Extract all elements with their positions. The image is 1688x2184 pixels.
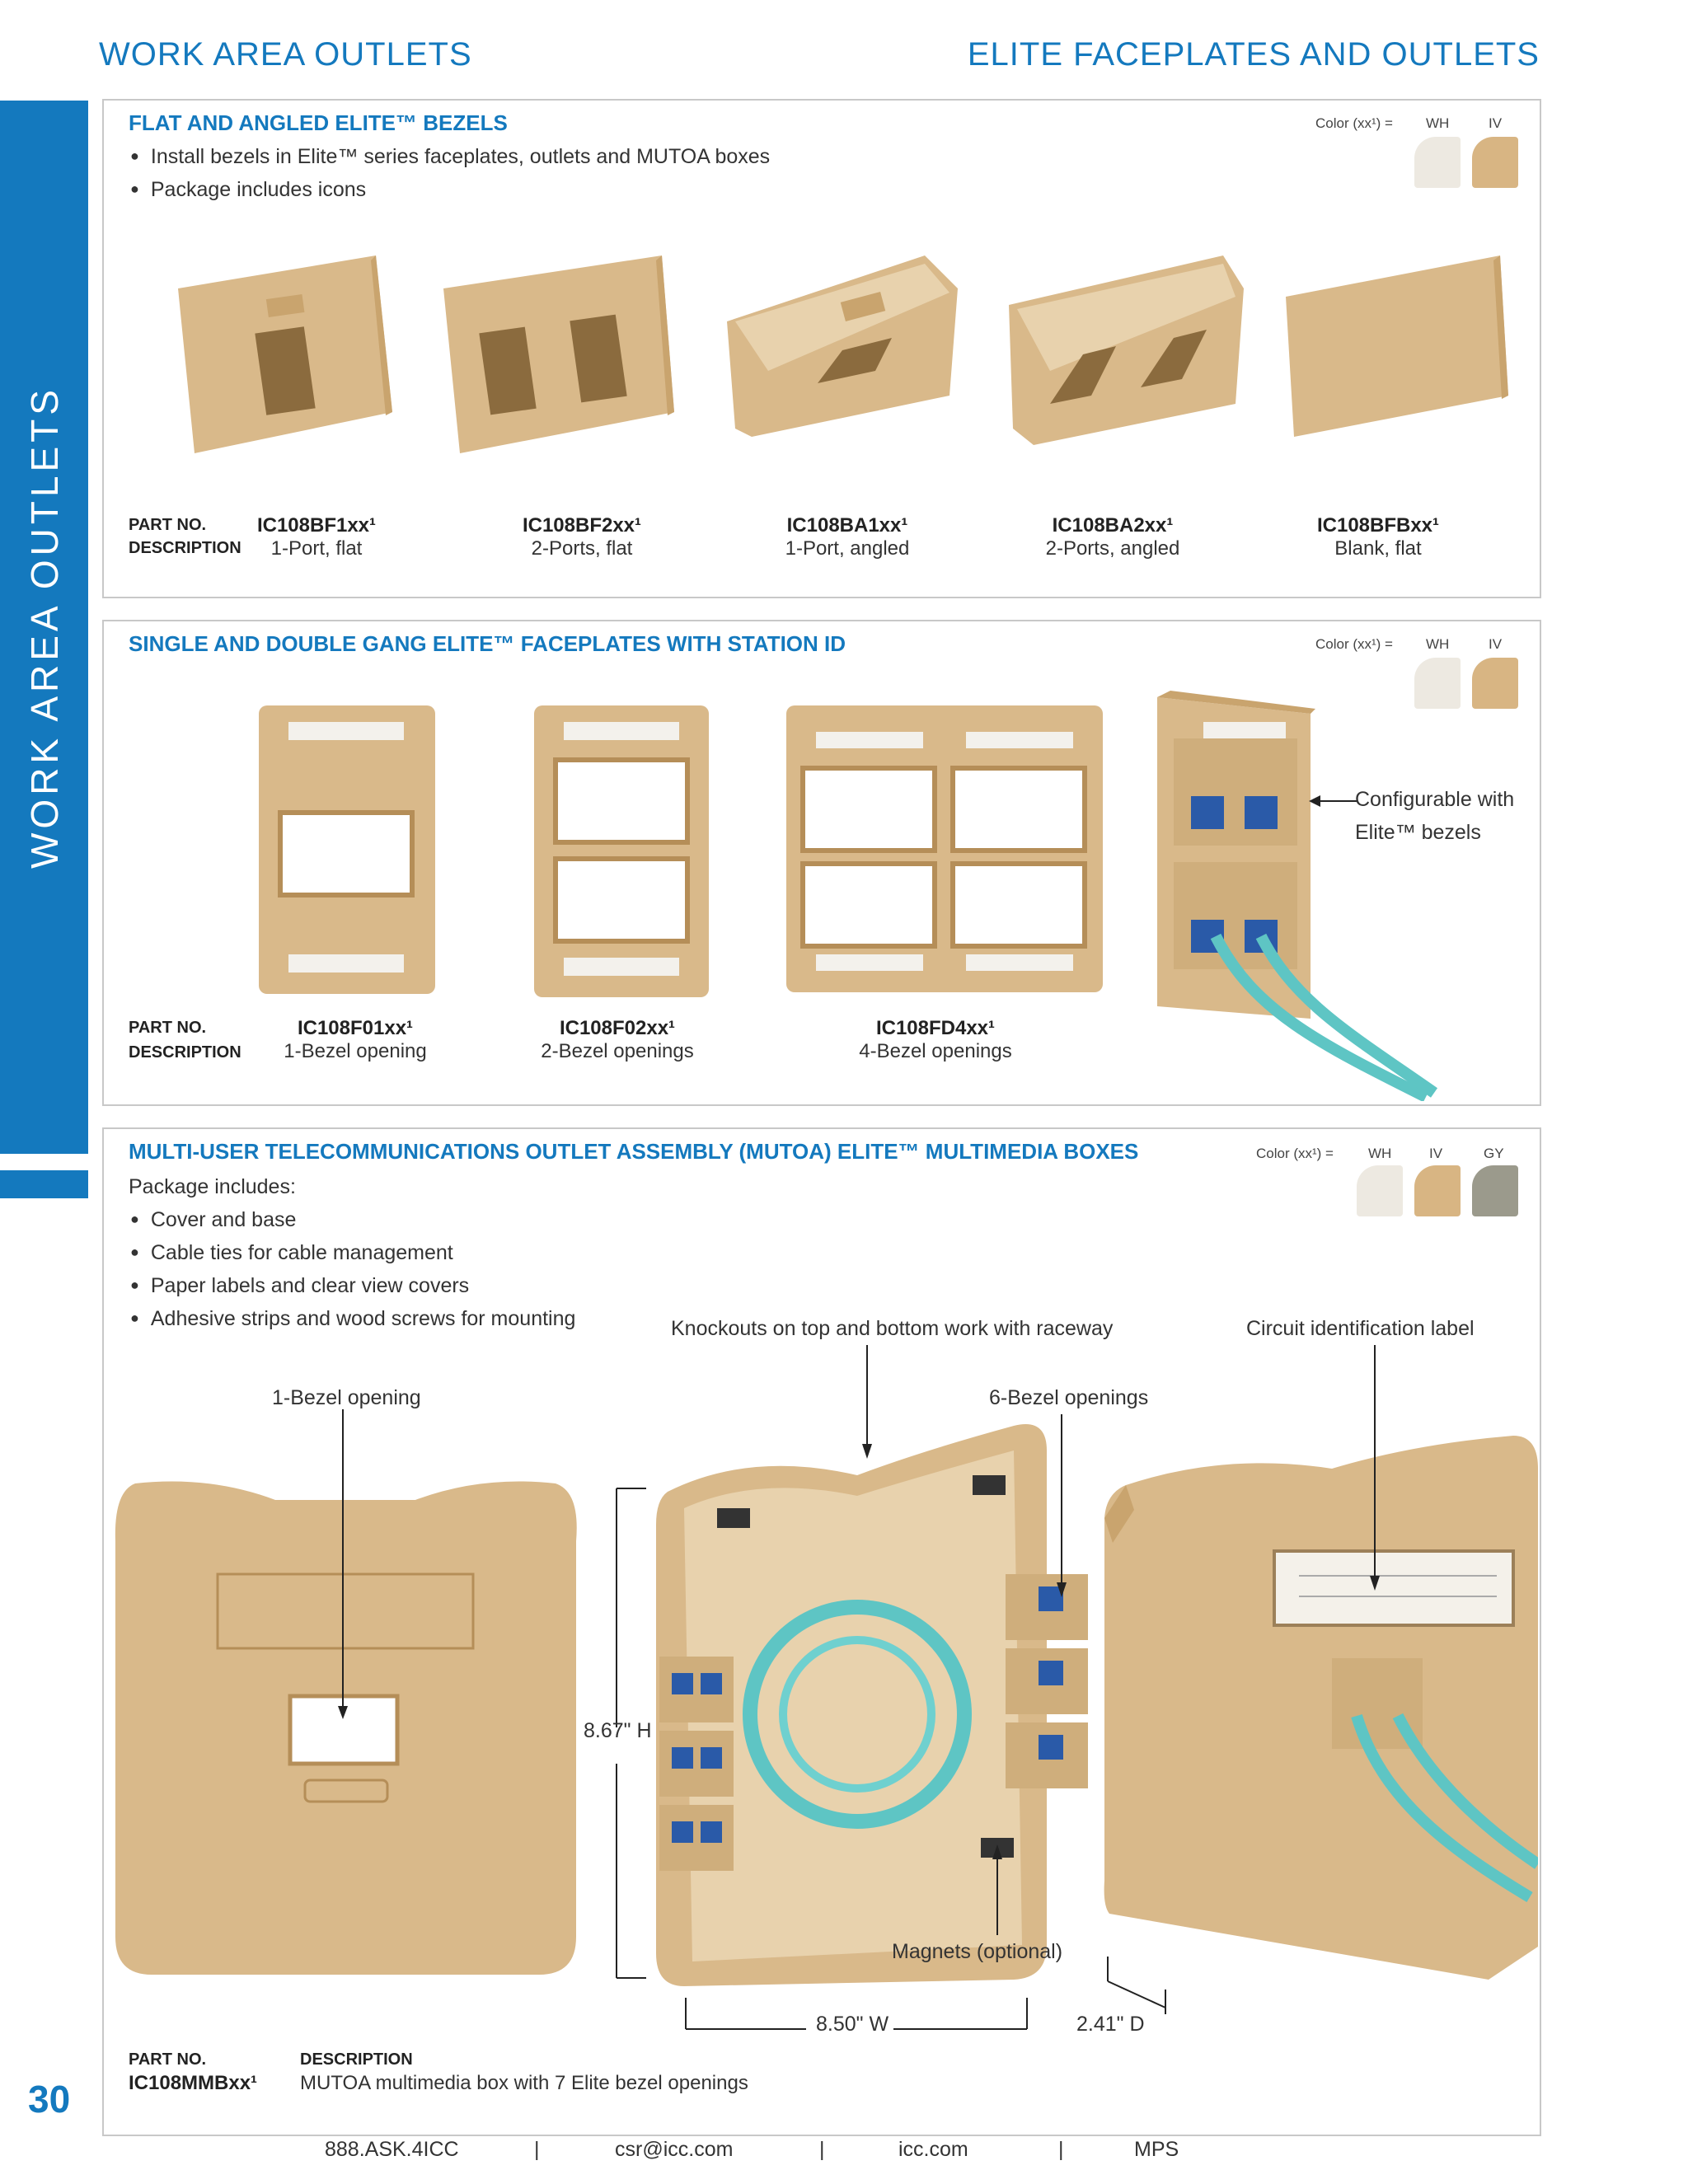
part-number: IC108BA1xx¹ — [786, 514, 908, 537]
color-label: Color (xx¹) = — [1315, 115, 1393, 131]
faceplate-2bezel-image — [534, 705, 709, 997]
faceplate-4bezel-image — [786, 705, 1103, 992]
part-no-label: PART NO. — [129, 1019, 207, 1037]
part-number: IC108F02xx¹ — [559, 1017, 676, 1039]
package-intro: Package includes: — [129, 1175, 296, 1198]
part-number: IC108BFBxx¹ — [1316, 514, 1440, 537]
swatch-iv — [1472, 137, 1518, 188]
part-description: 2-Ports, flat — [531, 537, 633, 560]
callout-arrow — [1309, 795, 1357, 807]
section-title-faceplates: SINGLE AND DOUBLE GANG ELITE™ FACEPLATES… — [129, 631, 846, 656]
sidebar-tab — [0, 101, 88, 1154]
part-description: 1-Port, angled — [785, 537, 910, 560]
section-title-mutoa: MULTI-USER TELECOMMUNICATIONS OUTLET ASS… — [129, 1139, 1139, 1164]
description-label: DESCRIPTION — [129, 539, 241, 557]
part-number: IC108BF2xx¹ — [522, 514, 642, 537]
swatch-wh — [1414, 658, 1461, 709]
bullet-item: Package includes icons — [130, 178, 366, 202]
mutoa-cover-image — [115, 1481, 577, 1975]
callout-circuit-label: Circuit identification label — [1246, 1317, 1475, 1340]
part-description: 2-Ports, angled — [1045, 537, 1180, 560]
description-label: DESCRIPTION — [300, 2050, 413, 2069]
bezel-2port-angled-image — [1009, 255, 1244, 445]
swatch-iv — [1472, 658, 1518, 709]
dimension-width: 8.50" W — [816, 2013, 889, 2036]
footer-code: MPS — [1134, 2138, 1179, 2161]
bullet-item: Cover and base — [130, 1208, 297, 1232]
swatch-label-iv: IV — [1429, 1146, 1443, 1161]
bullet-item: Adhesive strips and wood screws for moun… — [130, 1307, 576, 1331]
bezel-2port-flat-image — [443, 255, 674, 453]
bullet-item: Install bezels in Elite™ series faceplat… — [130, 145, 770, 169]
swatch-label-wh: WH — [1368, 1146, 1392, 1161]
callout-line — [1057, 1414, 1067, 1597]
height-dimension-line — [616, 1488, 646, 1979]
part-description: MUTOA multimedia box with 7 Elite bezel … — [300, 2072, 748, 2094]
color-label: Color (xx¹) = — [1256, 1146, 1334, 1161]
part-number: IC108F01xx¹ — [297, 1017, 414, 1039]
faceplate-1bezel-image — [259, 705, 435, 994]
dimension-depth: 2.41" D — [1076, 2013, 1145, 2036]
part-no-label: PART NO. — [129, 2050, 207, 2069]
bullet-item: Paper labels and clear view covers — [130, 1274, 469, 1298]
swatch-wh — [1414, 137, 1461, 188]
swatch-wh — [1357, 1165, 1403, 1216]
footer-phone: 888.ASK.4ICC — [325, 2138, 459, 2161]
callout-6-bezel: 6-Bezel openings — [989, 1386, 1149, 1409]
callout-line — [862, 1345, 872, 1459]
dimension-height: 8.67" H — [584, 1719, 652, 1742]
color-label: Color (xx¹) = — [1315, 636, 1393, 652]
callout-line — [338, 1409, 348, 1719]
header-section-left: WORK AREA OUTLETS — [99, 36, 472, 73]
bezel-1port-angled-image — [727, 255, 958, 437]
callout-line — [992, 1844, 1002, 1935]
swatch-label-gy: GY — [1484, 1146, 1504, 1161]
section-title-bezels: FLAT AND ANGLED ELITE™ BEZELS — [129, 110, 508, 135]
swatch-gy — [1472, 1165, 1518, 1216]
part-number: IC108BA2xx¹ — [1052, 514, 1174, 537]
part-description: 1-Bezel opening — [284, 1040, 427, 1062]
part-no-label: PART NO. — [129, 516, 207, 534]
swatch-iv — [1414, 1165, 1461, 1216]
swatch-label-iv: IV — [1489, 115, 1503, 131]
footer-separator: | — [534, 2138, 540, 2161]
part-number: IC108FD4xx¹ — [875, 1017, 996, 1039]
width-dimension-line — [685, 1998, 1028, 2030]
page-number: 30 — [28, 2078, 71, 2121]
part-description: 4-Bezel openings — [859, 1040, 1012, 1062]
sidebar-strip — [0, 1170, 88, 1198]
part-number: IC108MMBxx¹ — [129, 2072, 258, 2094]
footer-email[interactable]: csr@icc.com — [615, 2138, 734, 2161]
faceplate-configured-image — [1157, 691, 1438, 1101]
swatch-label-wh: WH — [1426, 636, 1450, 652]
callout-magnets: Magnets (optional) — [892, 1940, 1063, 1963]
callout-elite-bezels: Elite™ bezels — [1355, 821, 1481, 844]
swatch-label-wh: WH — [1426, 115, 1450, 131]
callout-1-bezel: 1-Bezel opening — [272, 1386, 421, 1409]
description-label: DESCRIPTION — [129, 1043, 241, 1062]
bezel-blank-flat-image — [1286, 255, 1508, 437]
callout-knockouts: Knockouts on top and bottom work with ra… — [671, 1317, 1114, 1340]
callout-configurable: Configurable with — [1355, 788, 1515, 811]
header-section-right: ELITE FACEPLATES AND OUTLETS — [967, 36, 1540, 73]
part-description: 2-Bezel openings — [541, 1040, 694, 1062]
mutoa-open-base-image — [656, 1424, 1088, 1986]
part-description: 1-Port, flat — [270, 537, 363, 560]
bezel-1port-flat-image — [178, 255, 392, 453]
depth-dimension-line — [1107, 1957, 1166, 2014]
part-description: Blank, flat — [1334, 537, 1422, 560]
callout-line — [1370, 1345, 1380, 1591]
swatch-label-iv: IV — [1489, 636, 1503, 652]
footer-website[interactable]: icc.com — [898, 2138, 968, 2161]
footer-separator: | — [1058, 2138, 1064, 2161]
part-number: IC108BF1xx¹ — [256, 514, 377, 537]
bullet-item: Cable ties for cable management — [130, 1241, 453, 1265]
footer-separator: | — [819, 2138, 825, 2161]
sidebar-label: WORK AREA OUTLETS — [22, 386, 66, 869]
mutoa-side-image — [1104, 1436, 1538, 1980]
